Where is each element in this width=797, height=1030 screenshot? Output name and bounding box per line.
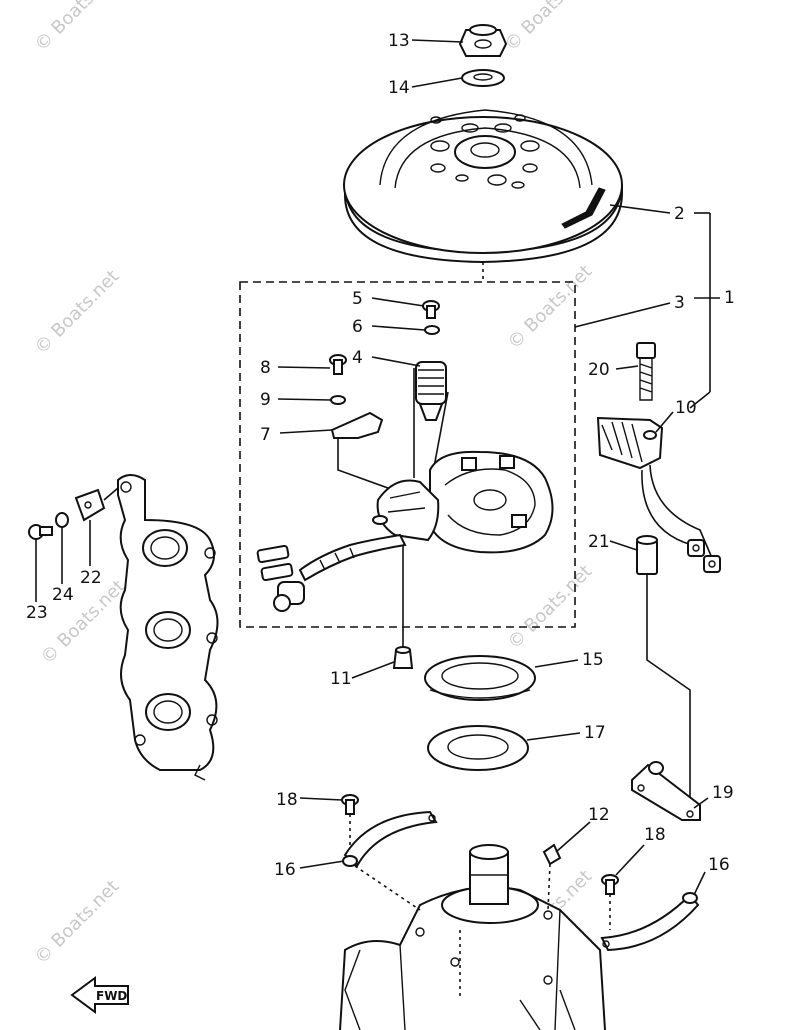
callout-2: 2 (674, 204, 685, 224)
callout-labels: 13 14 2 1 3 5 6 4 8 9 7 20 10 21 22 24 2… (26, 31, 735, 880)
watermark: © Boats.net (37, 576, 129, 668)
pin-11-part (392, 646, 414, 669)
screw-18b-part (601, 874, 619, 895)
callout-1: 1 (724, 288, 735, 308)
key-12-part (542, 843, 562, 866)
callout-8: 8 (260, 358, 271, 378)
callout-24: 24 (52, 585, 74, 605)
watermark: © Boats.net (504, 561, 596, 653)
watermark: © Boats.net (31, 0, 123, 56)
base-assembly-dashed-box (239, 281, 576, 628)
cdi-unit-10-part (596, 416, 664, 470)
stator-base-part (372, 450, 554, 554)
callout-21: 21 (588, 532, 610, 552)
flywheel-rotor-part (343, 109, 623, 264)
cdi-wire-harness (641, 464, 721, 573)
retainer-16b-part (600, 892, 700, 952)
callout-22: 22 (80, 568, 102, 588)
bracket-7-part (330, 411, 384, 439)
callout-12: 12 (588, 805, 610, 825)
washer-24-part (55, 512, 69, 528)
callout-23: 23 (26, 603, 48, 623)
flywheel-nut-part (458, 24, 508, 57)
watermark: © Boats.net (504, 261, 596, 353)
fwd-arrow-icon: FWD (70, 976, 129, 1014)
callout-10: 10 (675, 398, 697, 418)
crankcase-part (339, 844, 606, 1030)
washer-6-part (424, 325, 440, 335)
retainer-ring-15-part (424, 655, 536, 701)
bolt-20-part (636, 342, 656, 401)
bracket-19-part (631, 761, 701, 821)
gasket-ring-17-part (427, 725, 529, 771)
callout-3: 3 (674, 293, 685, 313)
callout-6: 6 (352, 317, 363, 337)
watermark: © Boats.net (31, 876, 123, 968)
callout-17: 17 (584, 723, 606, 743)
callout-18b: 18 (644, 825, 666, 845)
washer-9-part (330, 395, 346, 405)
callout-4: 4 (352, 348, 363, 368)
callout-16b: 16 (708, 855, 730, 875)
callout-13: 13 (388, 31, 410, 51)
retainer-16a-part (342, 810, 438, 868)
callout-19: 19 (712, 783, 734, 803)
screw-23-part (28, 524, 53, 540)
callout-5: 5 (352, 289, 363, 309)
sleeve-21-part (636, 535, 658, 575)
clip-22-part (74, 488, 106, 522)
cylinder-block-part (117, 474, 219, 781)
leader-lines (35, 39, 720, 896)
callout-14: 14 (388, 78, 410, 98)
callout-15: 15 (582, 650, 604, 670)
callout-20: 20 (588, 360, 610, 380)
callout-16a: 16 (274, 860, 296, 880)
watermark: © Boats.net (31, 266, 123, 358)
watermark: © Boats.net (501, 0, 593, 56)
callout-7: 7 (260, 425, 271, 445)
callout-11: 11 (330, 669, 352, 689)
screw-8-part (329, 354, 347, 375)
fwd-label: FWD (96, 989, 127, 1003)
stator-wire-harness (256, 533, 407, 612)
washer-part (461, 69, 505, 87)
callout-18a: 18 (276, 790, 298, 810)
callout-9: 9 (260, 390, 271, 410)
screw-18a-part (341, 794, 359, 815)
charge-coil-part (413, 361, 449, 479)
screw-5-part (422, 300, 440, 319)
